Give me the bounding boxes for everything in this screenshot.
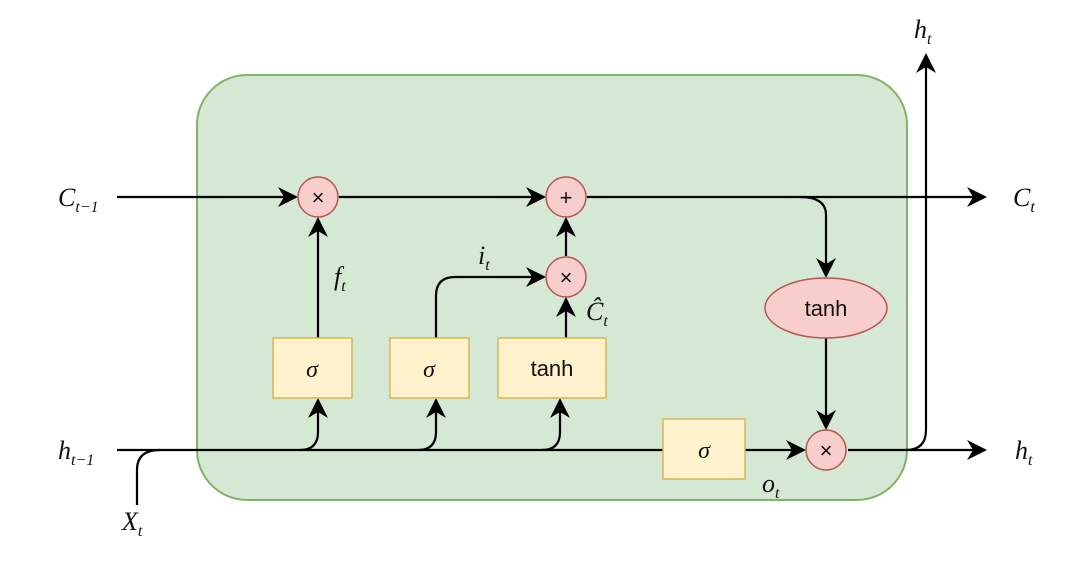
svg-text:σ: σ [698,438,711,464]
svg-text:+: + [560,185,573,210]
svg-text:σ: σ [423,357,436,383]
to-cand-wire [541,398,570,452]
svg-text:σ: σ [306,357,319,383]
svg-text:tanh: tanh [805,296,848,321]
output-multiply-op: × [805,429,847,471]
forget-multiply-op: × [297,176,339,218]
c-to-tanh-wire [799,195,836,278]
c-prev-label: Ct−1 [58,183,99,216]
candidate-gate: tanh [497,337,607,399]
h-out-label: ht [1015,436,1033,469]
output-gate-label: ot [762,469,780,502]
c-out-label: Ct [1013,183,1035,216]
output-gate: σ [662,418,746,480]
candidate-label: Ĉt [586,297,608,330]
svg-text:tanh: tanh [531,356,574,381]
h-up-wire [905,53,936,452]
h-prev-label: ht−1 [58,436,94,469]
cell-tanh-op: tanh [764,277,888,339]
svg-text:×: × [312,185,325,210]
svg-text:×: × [820,438,833,463]
input-gate-label: it [478,241,490,274]
to-input-wire [417,398,446,452]
input-gate: σ [389,337,470,399]
input-multiply-op: × [545,256,587,298]
h-top-label: ht [914,15,932,48]
x-label: Xt [121,507,143,540]
wires [117,53,987,505]
forget-gate-label: ft [334,262,346,295]
cell-add-op: + [545,176,587,218]
input-out-wire [434,267,546,338]
x-wire [135,448,161,505]
forget-gate: σ [272,337,353,399]
svg-text:×: × [560,265,573,290]
to-forget-wire [299,398,328,452]
